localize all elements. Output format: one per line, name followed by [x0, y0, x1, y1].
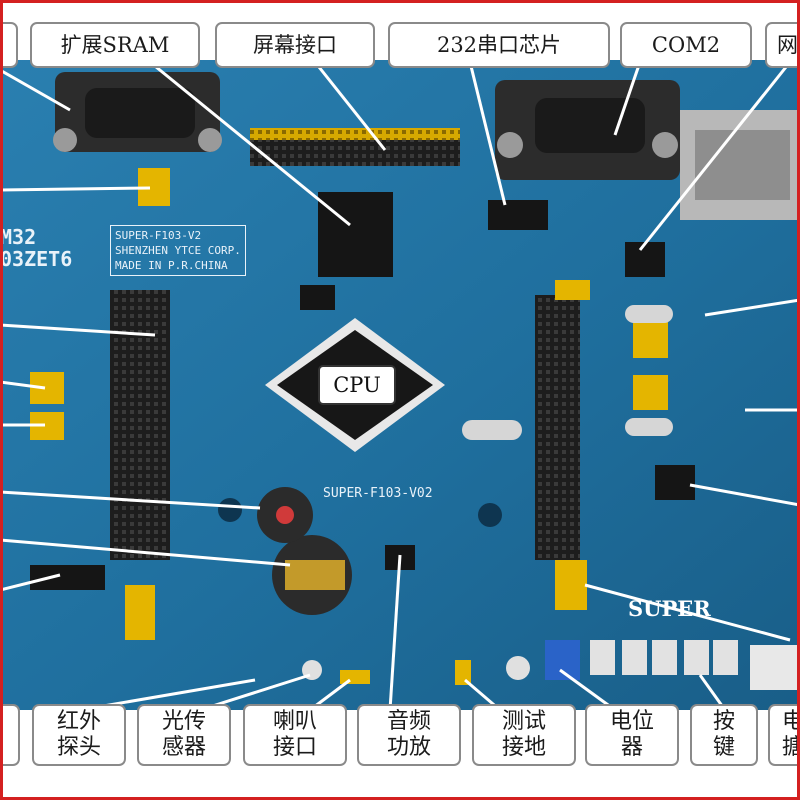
cpu-label: CPU [318, 365, 396, 405]
callout-left-edge-partial [0, 22, 18, 68]
callout-right-edge-partial: 电 搪 [768, 704, 800, 766]
callout-com2: COM2 [620, 22, 752, 68]
callout-screen-interface: 屏幕接口 [215, 22, 375, 68]
callout-test-ground: 测试 接地 [472, 704, 576, 766]
callout-rs232-chip: 232串口芯片 [388, 22, 610, 68]
callout-audio-amplifier: 音频 功放 [357, 704, 461, 766]
rs232-chip [488, 200, 548, 230]
left-pin-header [110, 290, 170, 560]
brand-logo: SUPER [628, 596, 711, 621]
callout-extended-sram: 扩展SRAM [30, 22, 200, 68]
callout-speaker-interface: 喇叭 接口 [243, 704, 347, 766]
sram-chip [318, 192, 393, 277]
callout-infrared-probe: 红外 探头 [32, 704, 126, 766]
bottom-white-band [0, 772, 800, 800]
callout-light-sensor: 光传 感器 [137, 704, 231, 766]
right-pin-header [535, 295, 580, 560]
board-version-silkscreen: SUPER-F103-V02 [323, 486, 433, 501]
mcu-marking-silkscreen: M32 03ZET6 [0, 225, 73, 271]
callout-potentiometer: 电位 器 [585, 704, 679, 766]
callout-left-edge-bottom-partial [0, 704, 20, 766]
board-id-silkscreen: SUPER-F103-V2 SHENZHEN YTCE CORP. MADE I… [110, 225, 246, 276]
callout-buttons: 按 键 [690, 704, 758, 766]
callout-network-partial: 网 [765, 22, 800, 68]
